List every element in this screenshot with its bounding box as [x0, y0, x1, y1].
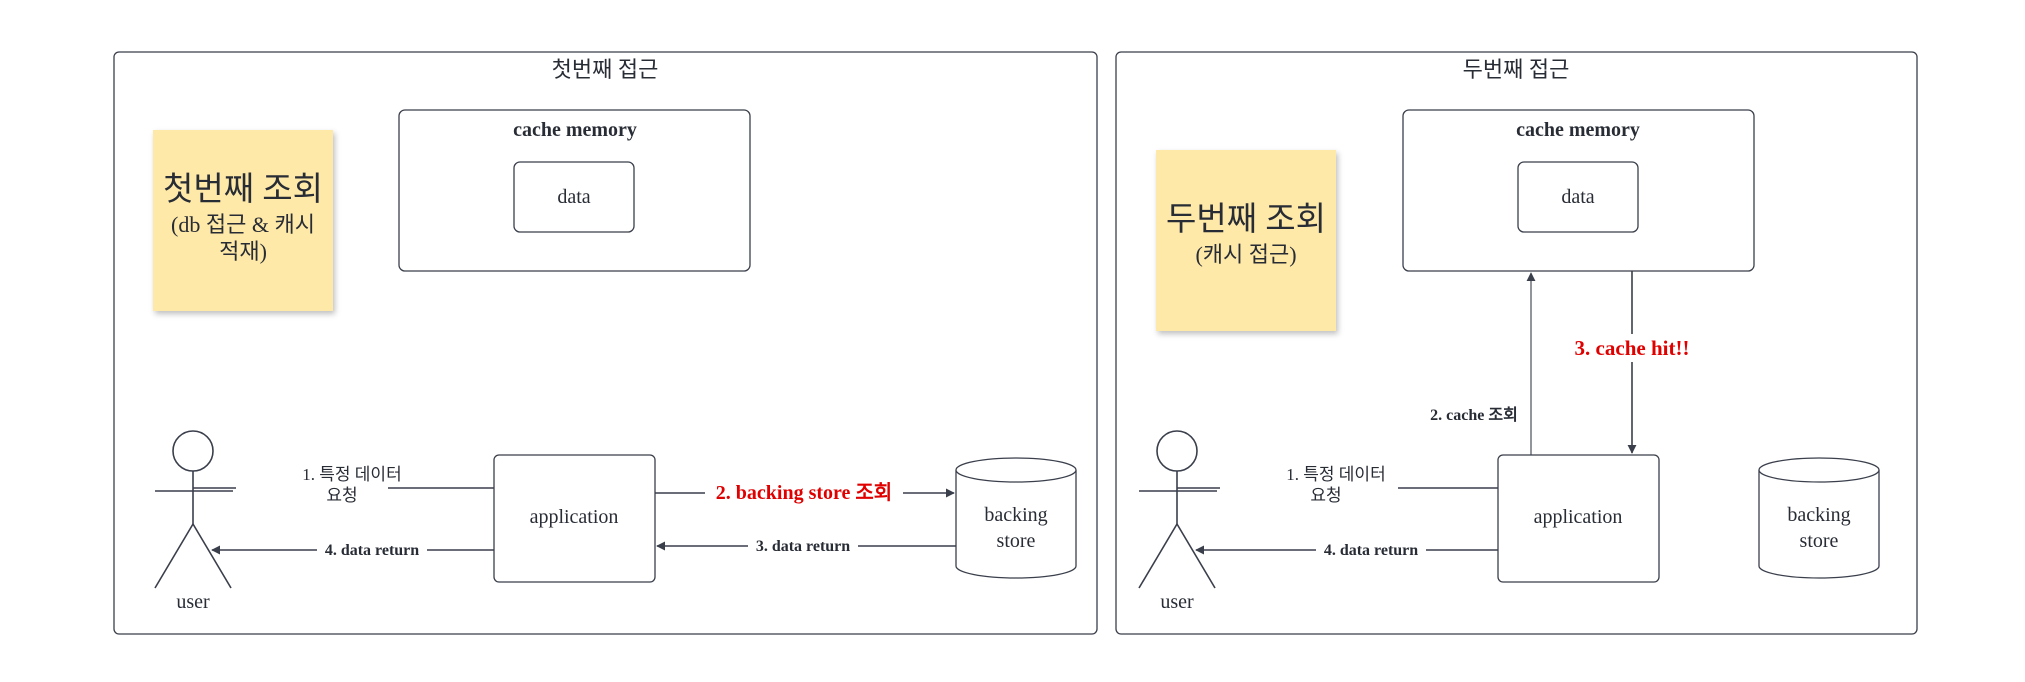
right-application-box — [1497, 454, 1660, 583]
right-cache-data-label: data — [1561, 186, 1594, 208]
right-user-label: user — [1160, 591, 1194, 613]
right-sticky-note — [1156, 150, 1336, 331]
right-user-actor — [1138, 430, 1217, 589]
right-step2-label: 2. cache 조회 — [1430, 405, 1518, 424]
left-store-label-1: backing — [984, 504, 1047, 526]
right-step3-label: 3. cache hit!! — [1575, 336, 1690, 360]
left-backing-store — [955, 457, 1077, 579]
left-cache-memory-title: cache memory — [513, 119, 637, 141]
right-cache-data-box — [1517, 161, 1639, 233]
left-step1-label-2: 요청 — [326, 486, 357, 505]
right-store-label-1: backing — [1787, 504, 1850, 526]
left-panel-title: 첫번째 접근 — [552, 57, 659, 82]
left-cache-data-label: data — [557, 186, 590, 208]
right-sticky-title: 두번째 조회 — [1166, 202, 1326, 238]
left-application-box — [493, 454, 656, 583]
left-store-label-2: store — [997, 530, 1036, 552]
left-user-actor — [154, 430, 233, 589]
left-panel: 첫번째 접근 첫번째 조회 (db 접근 & 캐시 적재) cache memo… — [113, 51, 1098, 635]
left-sticky-sub-2: 적재) — [219, 239, 267, 264]
left-cache-data-box — [513, 161, 635, 233]
right-application-label: application — [1534, 506, 1623, 528]
right-step1-label-1: 1. 특정 데이터 — [1286, 465, 1385, 484]
right-step1-label-2: 요청 — [1310, 486, 1341, 505]
left-step3-label: 3. data return — [756, 538, 850, 555]
left-sticky-title: 첫번째 조회 — [163, 172, 323, 208]
right-panel-title: 두번째 접근 — [1463, 57, 1570, 82]
right-backing-store — [1758, 457, 1880, 579]
left-step2-label: 2. backing store 조회 — [716, 481, 892, 504]
right-sticky-sub-1: (캐시 접근) — [1195, 242, 1296, 267]
right-store-label-2: store — [1800, 530, 1839, 552]
left-sticky-note — [153, 130, 333, 311]
left-step4-label: 4. data return — [325, 542, 419, 559]
left-sticky-sub-1: (db 접근 & 캐시 — [171, 212, 315, 237]
left-step1-label-1: 1. 특정 데이터 — [302, 465, 401, 484]
left-application-label: application — [530, 506, 619, 528]
right-panel: 두번째 접근 두번째 조회 (캐시 접근) cache memory data … — [1115, 51, 1918, 635]
right-cache-memory-title: cache memory — [1516, 119, 1640, 141]
right-step4-label: 4. data return — [1324, 542, 1418, 559]
left-user-label: user — [176, 591, 210, 613]
